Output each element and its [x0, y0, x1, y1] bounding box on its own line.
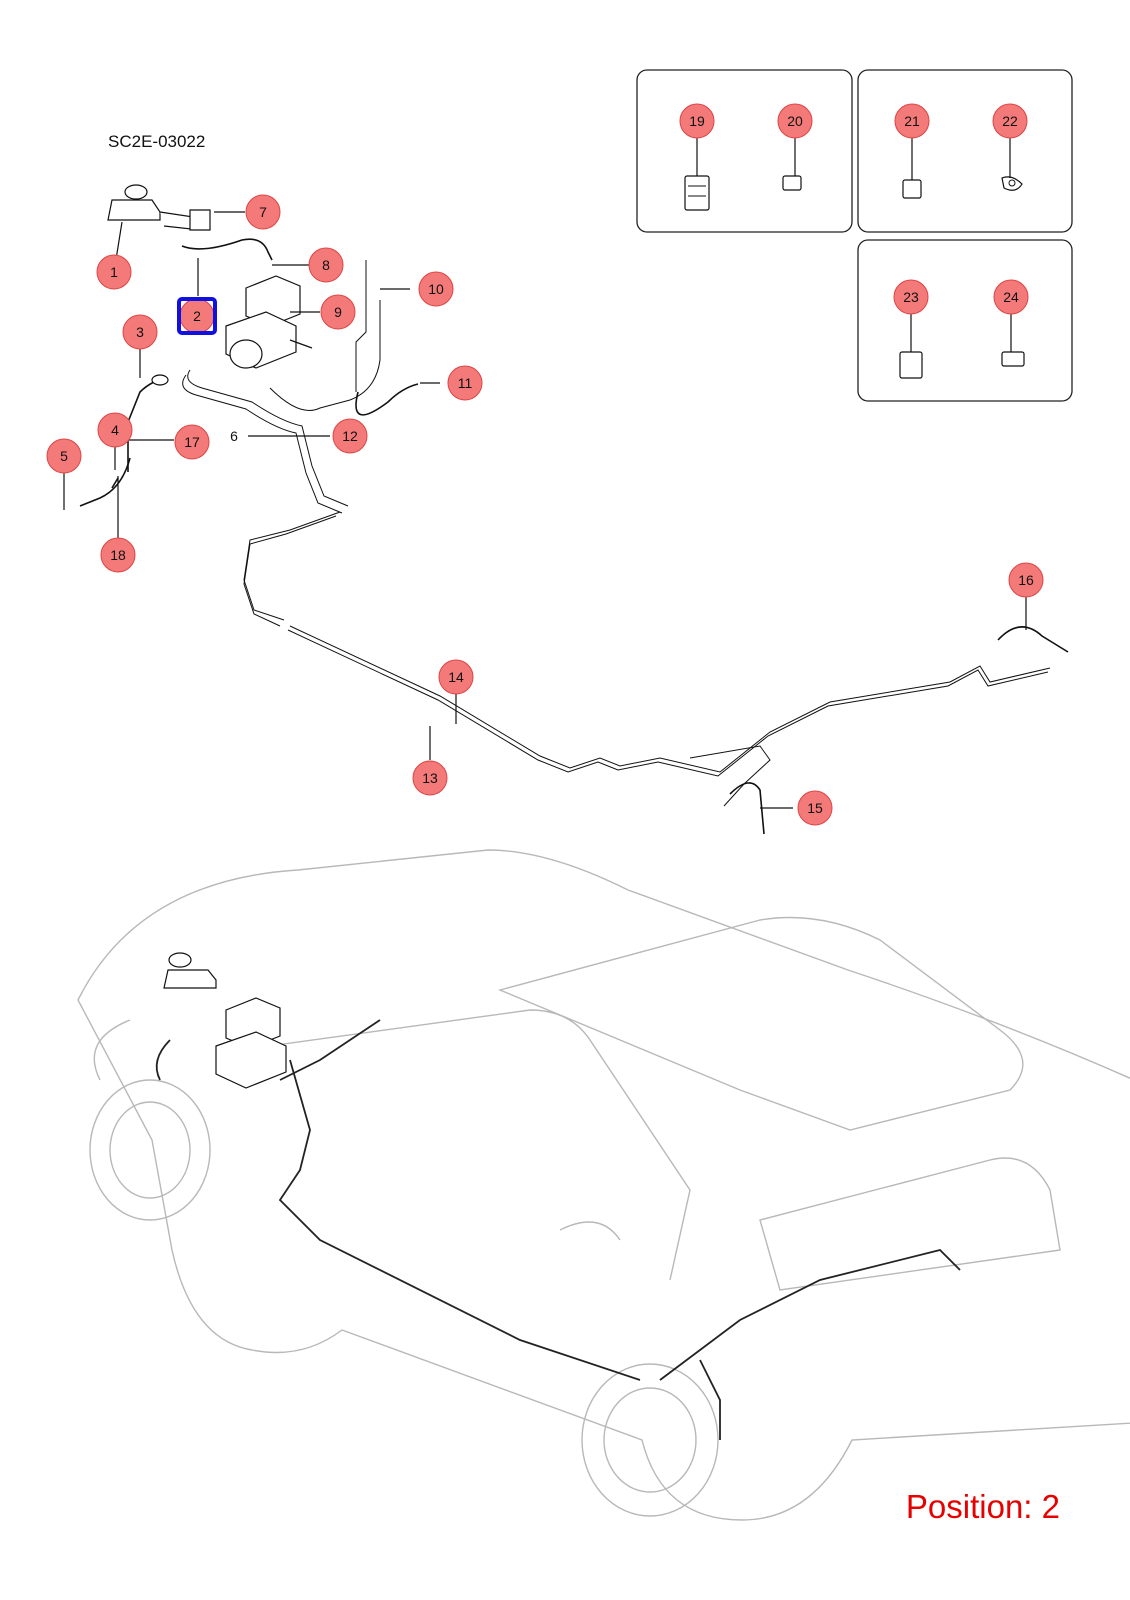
- position-label: Position: 2: [905, 1488, 1060, 1525]
- svg-text:22: 22: [1002, 113, 1018, 129]
- callout-19: 19: [679, 103, 715, 139]
- svg-text:2: 2: [193, 308, 201, 324]
- svg-text:5: 5: [60, 448, 68, 464]
- svg-text:21: 21: [904, 113, 920, 129]
- svg-text:16: 16: [1018, 572, 1034, 588]
- callout-21: 21: [894, 103, 930, 139]
- callout-1: 1: [96, 254, 132, 290]
- callout-14: 14: [438, 659, 474, 695]
- svg-text:4: 4: [111, 422, 119, 438]
- callout-10: 10: [418, 271, 454, 307]
- callout-24: 24: [993, 279, 1029, 315]
- callout-3: 3: [122, 314, 158, 350]
- callout-20: 20: [777, 103, 813, 139]
- abs-control-unit-icon: [225, 275, 313, 369]
- callout-6: 6: [230, 428, 238, 444]
- callout-22: 22: [992, 103, 1028, 139]
- inset-part-20-icon: [782, 136, 802, 191]
- svg-text:11: 11: [458, 375, 473, 391]
- callout-15: 15: [797, 790, 833, 826]
- callout-8: 8: [308, 247, 344, 283]
- callout-18: 18: [100, 537, 136, 573]
- svg-text:17: 17: [184, 434, 200, 450]
- callout-13: 13: [412, 760, 448, 796]
- callout-4: 4: [97, 412, 133, 448]
- inset-box-19-20: [636, 69, 853, 233]
- callout-9: 9: [320, 294, 356, 330]
- svg-text:10: 10: [428, 281, 444, 297]
- callout-12: 12: [332, 418, 368, 454]
- inset-part-22-icon: [1001, 136, 1023, 191]
- svg-text:23: 23: [903, 289, 919, 305]
- diagram-reference-code: SC2E-03022: [108, 132, 206, 151]
- svg-text:9: 9: [334, 304, 342, 320]
- svg-text:1: 1: [110, 264, 118, 280]
- svg-text:15: 15: [807, 800, 823, 816]
- inset-box-21-22: [857, 69, 1073, 233]
- svg-text:8: 8: [322, 257, 330, 273]
- callout-16: 16: [1008, 562, 1044, 598]
- svg-text:3: 3: [136, 324, 144, 340]
- svg-text:18: 18: [110, 547, 126, 563]
- inset-part-23-icon: [899, 313, 923, 379]
- svg-text:6: 6: [230, 428, 238, 444]
- callout-5: 5: [46, 438, 82, 474]
- inset-box-23-24: [857, 239, 1073, 402]
- vehicle-abs-module-icon: [163, 952, 287, 1089]
- callout-7: 7: [245, 194, 281, 230]
- selected-callout-highlight: [177, 297, 217, 335]
- inset-part-21-icon: [902, 136, 922, 199]
- callout-17: 17: [174, 424, 210, 460]
- brake-hose-front-left-icon: [79, 457, 131, 507]
- callout-23: 23: [893, 279, 929, 315]
- vehicle-brake-lines: [155, 1019, 961, 1440]
- svg-text:12: 12: [342, 428, 358, 444]
- vehicle-outline: [77, 849, 1130, 1521]
- inset-part-19-icon: [684, 136, 710, 211]
- callout-2[interactable]: 2: [179, 298, 215, 334]
- svg-text:19: 19: [689, 113, 705, 129]
- svg-text:13: 13: [422, 770, 438, 786]
- svg-text:14: 14: [448, 669, 464, 685]
- callout-leader-lines: [63, 211, 1027, 809]
- svg-text:7: 7: [259, 204, 267, 220]
- inset-part-24-icon: [1001, 313, 1025, 367]
- brake-fluid-reservoir-icon: [107, 184, 211, 231]
- svg-text:24: 24: [1003, 289, 1019, 305]
- svg-text:20: 20: [787, 113, 803, 129]
- brake-pipe-network: [127, 238, 1069, 835]
- callout-11: 11: [447, 365, 483, 401]
